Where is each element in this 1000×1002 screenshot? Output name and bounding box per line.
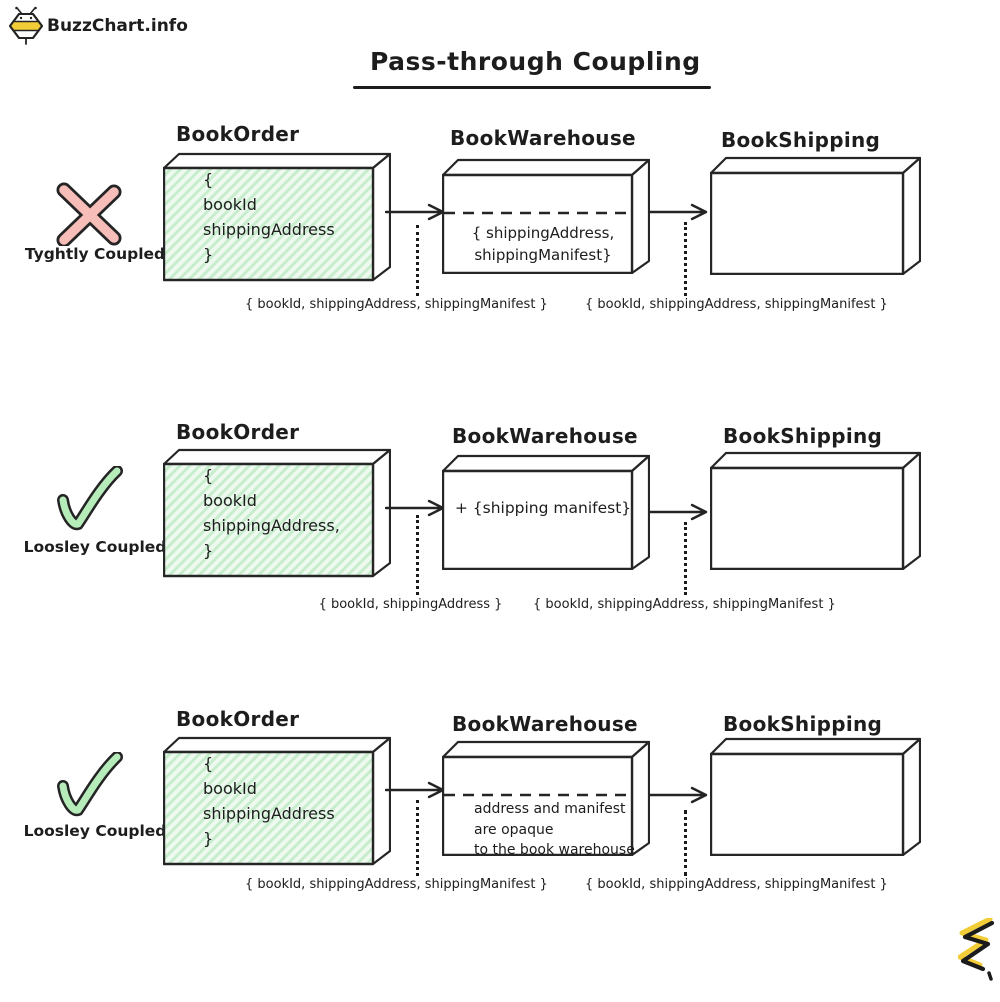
bookorder-box-3d-row3 [163,736,391,866]
bookorder-box-3d-row2 [163,448,391,578]
bookwarehouse-box-3d-row3 [442,740,650,856]
dotted-connector-row3-right [684,810,687,876]
box-title-bookshipping-row3: BookShipping [723,712,883,736]
box-title-bookwarehouse-row1: BookWarehouse [450,126,636,150]
payload-line: } [203,245,214,264]
box-title-bookshipping-row1: BookShipping [721,128,881,152]
payload-line: { [203,754,214,773]
payload-line: } [203,541,214,560]
warehouse-payload-row2: + {shipping manifest} [443,497,643,519]
bookwarehouse-box-3d-row2 [442,454,650,570]
bookshipping-box-3d-row3 [710,737,921,856]
arrow-order-to-warehouse-row1 [385,203,445,221]
status-label-row3: Loosley Coupled [23,822,167,840]
arrow-warehouse-to-shipping-row3 [648,786,708,804]
box-title-bookwarehouse-row2: BookWarehouse [452,424,638,448]
check-icon [57,752,123,817]
check-icon [57,466,123,531]
annotation-row3-left: { bookId, shippingAddress, shippingManif… [245,877,548,892]
bookorder-payload-row3: { bookId shippingAddress } [203,751,335,851]
box-title-bookwarehouse-row3: BookWarehouse [452,712,638,736]
annotation-row2-right: { bookId, shippingAddress, shippingManif… [533,597,836,612]
payload-line: + {shipping manifest} [454,499,632,517]
box-title-bookorder-row1: BookOrder [176,122,300,146]
arrow-warehouse-to-shipping-row1 [648,203,708,221]
bee-icon [9,6,43,45]
arrow-warehouse-to-shipping-row2 [648,503,708,521]
arrow-order-to-warehouse-row3 [385,781,445,799]
payload-line: shippingAddress [203,804,335,823]
dotted-connector-row1-right [684,222,687,296]
page-title: Pass-through Coupling [370,47,701,76]
dotted-connector-row2-left [416,515,419,595]
bookorder-box-3d-row1 [163,152,391,282]
payload-line: are opaque [474,821,554,838]
dotted-connector-row2-right [684,522,687,595]
payload-line: { [203,466,214,485]
payload-line: bookId [203,195,257,214]
warehouse-payload-row3: address and manifest are opaque to the b… [474,799,664,861]
box-title-bookshipping-row2: BookShipping [723,424,883,448]
annotation-row1-left: { bookId, shippingAddress, shippingManif… [245,297,548,312]
payload-line: address and manifest [474,801,626,817]
warehouse-payload-row1: { shippingAddress, shippingManifest} [448,222,638,266]
annotation-row2-left: { bookId, shippingAddress } [318,597,503,612]
arrow-order-to-warehouse-row2 [385,499,445,517]
payload-line: bookId [203,779,257,798]
cross-icon [56,182,122,246]
payload-line: shippingAddress [203,220,335,239]
bookwarehouse-box-3d-row1 [442,158,650,274]
annotation-row3-right: { bookId, shippingAddress, shippingManif… [585,877,888,892]
annotation-row1-right: { bookId, shippingAddress, shippingManif… [585,297,888,312]
squiggle-icon [958,918,995,981]
dotted-connector-row3-left [416,800,419,876]
status-label-row1: Tyghtly Coupled [24,245,166,263]
dotted-connector-row1-left [416,225,419,296]
title-underline [353,86,711,89]
box-title-bookorder-row2: BookOrder [176,420,300,444]
logo-text: BuzzChart.info [47,16,188,36]
payload-line: { [203,170,214,189]
box-title-bookorder-row3: BookOrder [176,707,300,731]
payload-line: bookId [203,491,257,510]
payload-line: shippingAddress, [203,516,340,535]
payload-line: shippingManifest} [474,246,612,264]
payload-line: { shippingAddress, [471,224,615,242]
status-label-row2: Loosley Coupled [23,538,167,556]
payload-line: } [203,829,214,848]
bookshipping-box-3d-row1 [710,156,921,275]
bookshipping-box-3d-row2 [710,451,921,570]
payload-line: to the book warehouse [474,842,635,858]
bookorder-payload-row2: { bookId shippingAddress, } [203,463,340,563]
bookorder-payload-row1: { bookId shippingAddress } [203,167,335,267]
